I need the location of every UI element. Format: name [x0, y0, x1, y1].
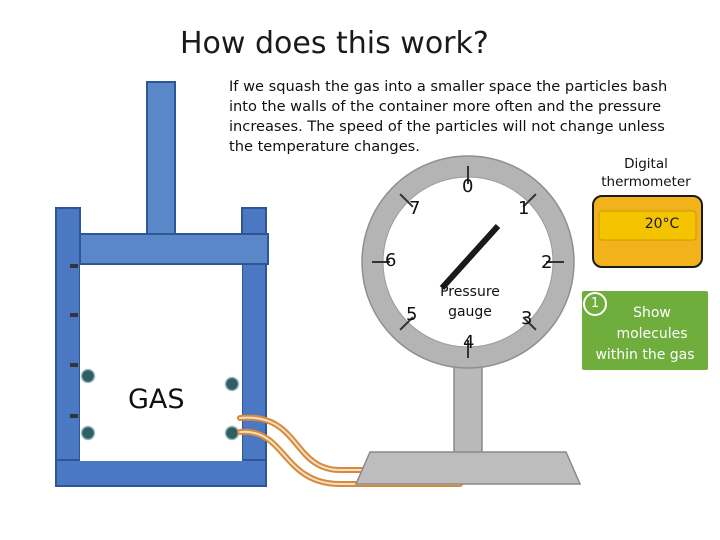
gauge-number-6: 6 [385, 250, 397, 271]
piston-rod[interactable] [146, 81, 176, 235]
gas-container [55, 207, 267, 487]
gauge-tick [522, 316, 537, 331]
piston-head[interactable] [79, 233, 269, 265]
thermometer-title-line: Digital [624, 156, 668, 172]
pressure-tube [237, 414, 463, 487]
molecule [224, 376, 240, 392]
pressure-gauge [361, 155, 575, 369]
container-left-wall [55, 207, 81, 487]
gauge-number-7: 7 [409, 198, 421, 219]
thermometer-title: Digital thermometer [598, 155, 694, 191]
description-line: into the walls of the container more oft… [229, 98, 662, 115]
thermometer-title-line: thermometer [601, 174, 691, 190]
description-line: If we squash the gas into a smaller spac… [229, 78, 668, 95]
step-number-badge[interactable]: 1 [583, 292, 607, 316]
gauge-number-5: 5 [406, 304, 418, 325]
gauge-number-3: 3 [521, 308, 533, 329]
gauge-needle [439, 223, 501, 291]
gas-chamber [80, 264, 242, 461]
molecule [224, 425, 240, 441]
gas-label: GAS [128, 384, 185, 415]
description-line: increases. The speed of the particles wi… [229, 118, 665, 135]
gauge-number-2: 2 [541, 252, 553, 273]
gauge-label: Pressure gauge [430, 282, 510, 322]
gauge-number-0: 0 [462, 176, 474, 197]
gauge-tick [399, 316, 414, 331]
gas-molecules [80, 368, 240, 441]
gauge-tick [522, 193, 537, 208]
gauge-number-4: 4 [463, 332, 475, 353]
description-line: the temperature changes. [229, 138, 420, 155]
wall-markings [70, 264, 78, 418]
description-text: If we squash the gas into a smaller spac… [229, 77, 679, 157]
gauge-tick [399, 193, 414, 208]
thermometer-screen [598, 210, 697, 241]
gauge-number-1: 1 [518, 198, 530, 219]
gauge-stand [354, 359, 582, 485]
temperature-reading: 20°C [644, 216, 680, 232]
page-title: How does this work? [180, 26, 489, 61]
digital-thermometer [592, 195, 703, 268]
show-button-line: within the gas [595, 347, 695, 363]
show-button-line: molecules [616, 326, 688, 342]
molecule [80, 368, 96, 384]
gauge-label-line: Pressure [440, 284, 500, 300]
gauge-label-line: gauge [448, 304, 492, 320]
gauge-ticks [372, 166, 564, 358]
show-button-line: Show [633, 305, 671, 321]
container-floor [55, 459, 267, 487]
molecule [80, 425, 96, 441]
